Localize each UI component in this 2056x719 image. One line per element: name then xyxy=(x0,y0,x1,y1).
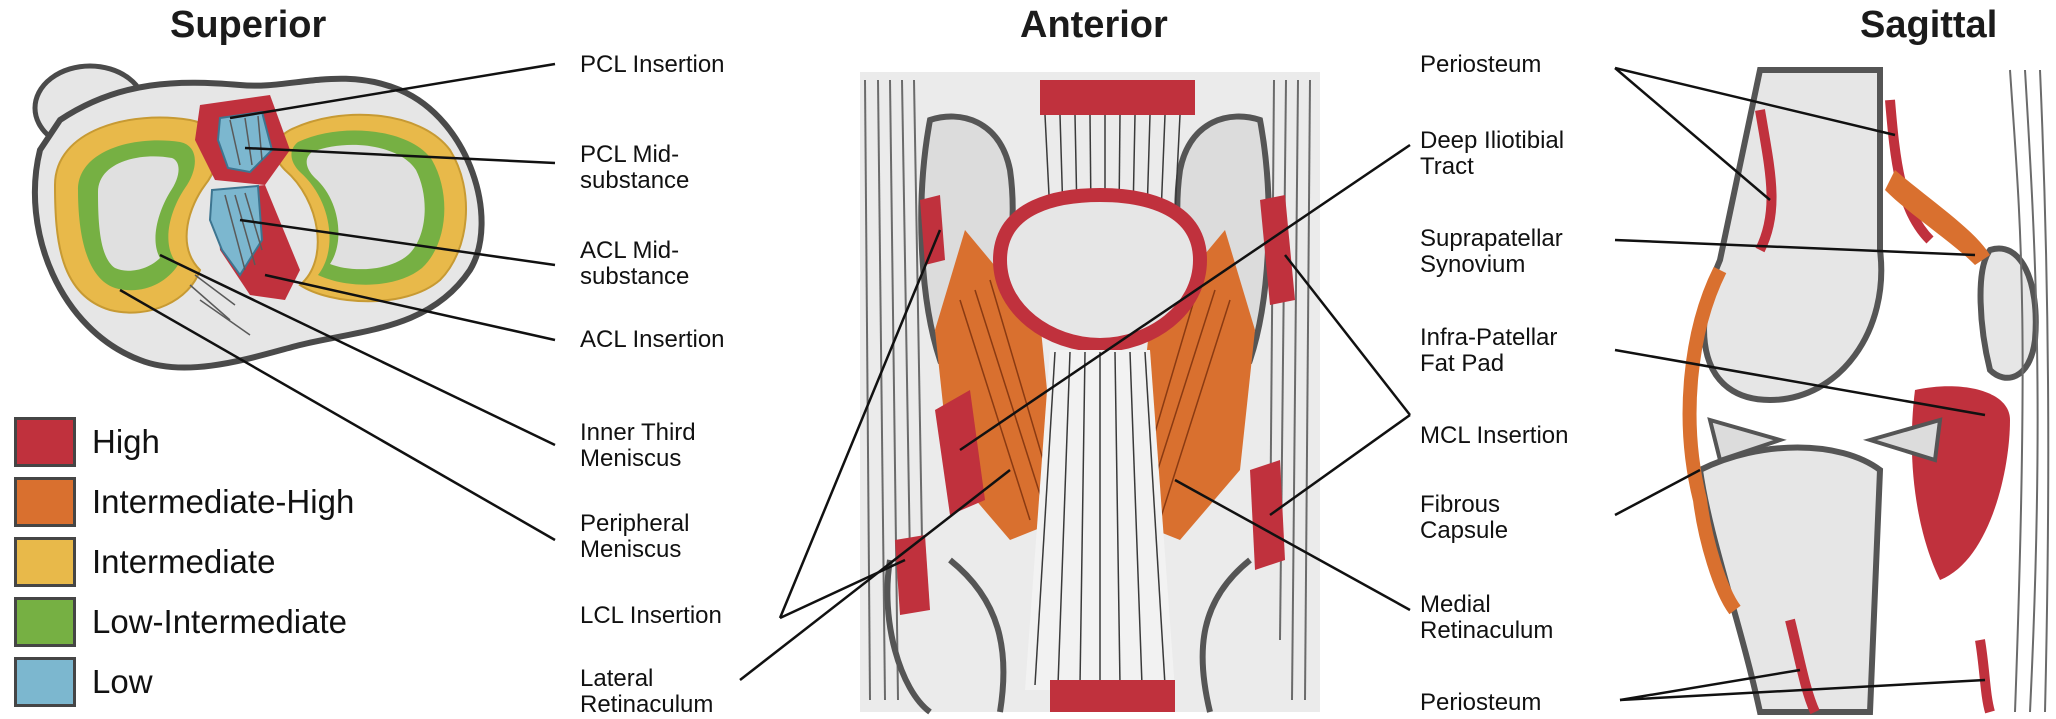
legend-swatch-low xyxy=(14,657,76,707)
legend-swatch-low-intermediate xyxy=(14,597,76,647)
label-pcl-insertion: PCL Insertion xyxy=(580,52,725,78)
legend-label-low: Low xyxy=(92,663,153,701)
legend-label-intermediate-high: Intermediate-High xyxy=(92,483,354,521)
legend-label-intermediate: Intermediate xyxy=(92,543,275,581)
label-suprapatellar-synovium: Suprapatellar Synovium xyxy=(1420,226,1563,278)
legend-item-intermediate-high: Intermediate-High xyxy=(14,472,354,532)
tibial-tuberosity-insertion xyxy=(1050,680,1175,712)
soft-tissue-lines xyxy=(2010,70,2048,712)
label-fibrous-capsule: Fibrous Capsule xyxy=(1420,492,1508,544)
legend-item-high: High xyxy=(14,412,354,472)
label-periosteum-bottom: Periosteum xyxy=(1420,690,1541,716)
legend-item-intermediate: Intermediate xyxy=(14,532,354,592)
label-medial-retinaculum: Medial Retinaculum xyxy=(1420,592,1553,644)
label-deep-iliotibial-tract: Deep Iliotibial Tract xyxy=(1420,128,1564,180)
legend: High Intermediate-High Intermediate Low-… xyxy=(14,412,354,712)
leader-fibrous-capsule xyxy=(1615,470,1700,515)
legend-item-low: Low xyxy=(14,652,354,712)
title-sagittal: Sagittal xyxy=(1860,4,1997,47)
sagittal-patella xyxy=(1981,248,2036,377)
label-acl-insertion: ACL Insertion xyxy=(580,327,725,353)
legend-label-low-intermediate: Low-Intermediate xyxy=(92,603,347,641)
legend-label-high: High xyxy=(92,423,160,461)
infrapatellar-fat-pad-shape xyxy=(1912,386,2010,580)
mcl-tibial-insertion xyxy=(1250,460,1285,570)
label-infra-patellar-fat-pad: Infra-Patellar Fat Pad xyxy=(1420,325,1557,377)
legend-swatch-intermediate-high xyxy=(14,477,76,527)
label-inner-third-meniscus: Inner Third Meniscus xyxy=(580,420,696,472)
title-superior: Superior xyxy=(170,4,326,47)
quadriceps-insertion xyxy=(1040,80,1195,115)
femur xyxy=(1704,70,1881,400)
label-lcl-insertion: LCL Insertion xyxy=(580,603,722,629)
legend-item-low-intermediate: Low-Intermediate xyxy=(14,592,354,652)
title-anterior: Anterior xyxy=(1020,4,1168,47)
label-mcl-insertion: MCL Insertion xyxy=(1420,423,1569,449)
anterior-view xyxy=(860,72,1320,712)
label-periosteum-top: Periosteum xyxy=(1420,52,1541,78)
anterior-meniscus xyxy=(1870,420,1940,460)
sagittal-view xyxy=(1690,70,2049,712)
label-lateral-retinaculum: Lateral Retinaculum xyxy=(580,666,713,718)
legend-swatch-intermediate xyxy=(14,537,76,587)
label-pcl-midsubstance: PCL Mid- substance xyxy=(580,142,689,194)
patella xyxy=(1000,195,1200,345)
periosteum-tibia-anterior xyxy=(1980,640,1990,712)
label-acl-midsubstance: ACL Mid- substance xyxy=(580,238,689,290)
label-peripheral-meniscus: Peripheral Meniscus xyxy=(580,511,689,563)
legend-swatch-high xyxy=(14,417,76,467)
superior-view xyxy=(35,66,482,368)
